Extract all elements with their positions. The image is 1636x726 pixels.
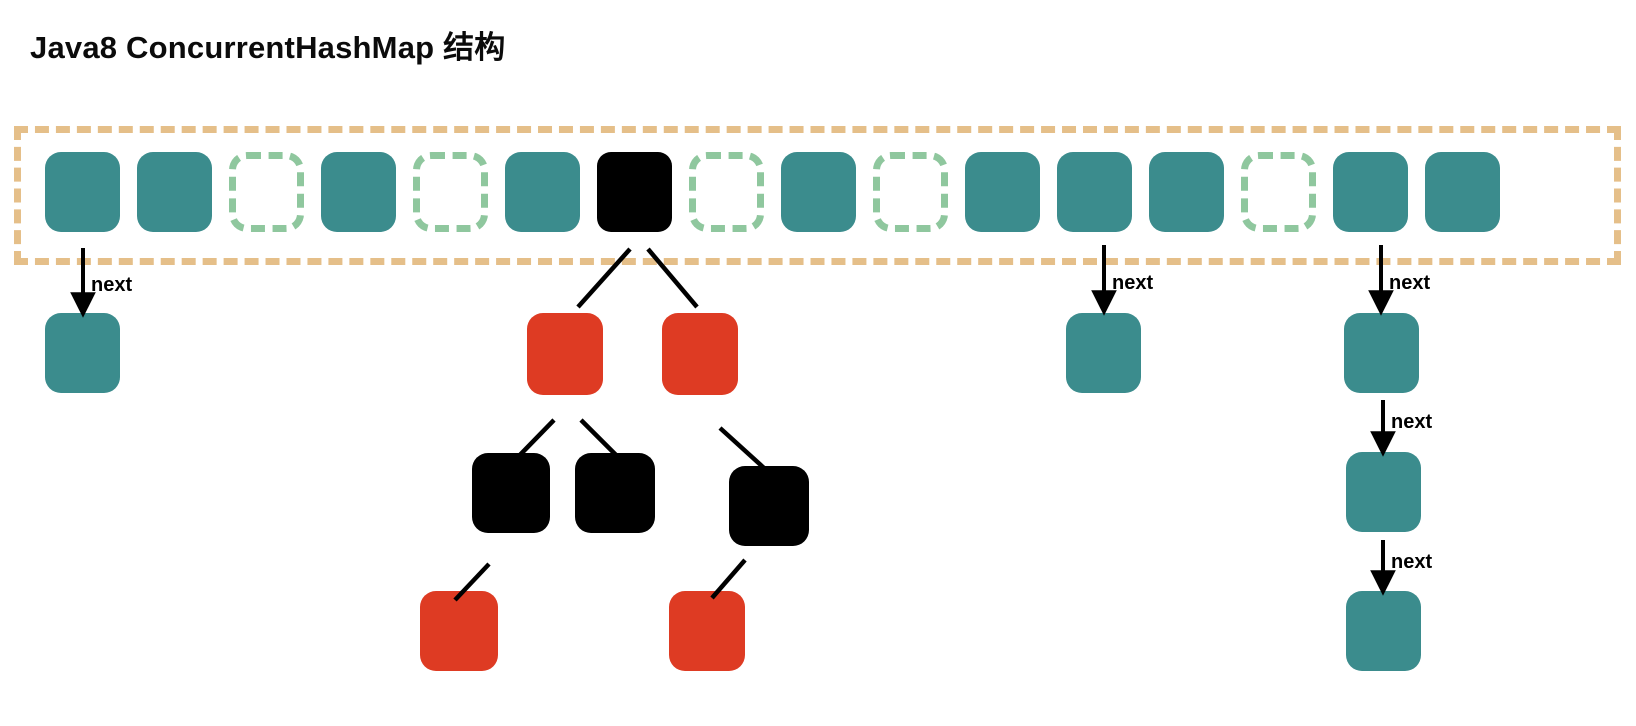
chain-slot-14-c14n1[interactable] (1344, 313, 1419, 393)
array-slot-12[interactable] (1149, 152, 1224, 232)
red-black-tree-slot-6-n6[interactable] (420, 591, 498, 671)
array-slot-11[interactable] (1057, 152, 1132, 232)
hash-bucket-array-container (14, 126, 1621, 265)
chain-slot-14-next-label-2: next (1391, 551, 1433, 573)
array-slot-6[interactable] (597, 152, 672, 232)
array-slot-4[interactable] (413, 152, 488, 232)
chain-slot-14-c14n2[interactable] (1346, 452, 1421, 532)
red-black-tree-slot-6-n7[interactable] (669, 591, 745, 671)
chain-slot-0-next-label-0: next (91, 274, 133, 296)
red-black-tree-slot-6-n5[interactable] (729, 466, 809, 546)
array-slot-0[interactable] (45, 152, 120, 232)
array-slot-5[interactable] (505, 152, 580, 232)
chain-slot-14-c14n3[interactable] (1346, 591, 1421, 671)
array-slot-7[interactable] (689, 152, 764, 232)
array-slot-2[interactable] (229, 152, 304, 232)
page-title: Java8 ConcurrentHashMap 结构 (30, 30, 506, 65)
red-black-tree-slot-6-n2[interactable] (662, 313, 738, 395)
array-slot-1[interactable] (137, 152, 212, 232)
tree-edge-n2-to-n5 (718, 426, 766, 470)
chain-slot-0-c0n1[interactable] (45, 313, 120, 393)
red-black-tree-slot-6-n4[interactable] (575, 453, 655, 533)
array-slot-9[interactable] (873, 152, 948, 232)
array-slot-3[interactable] (321, 152, 396, 232)
array-slot-10[interactable] (965, 152, 1040, 232)
array-slot-8[interactable] (781, 152, 856, 232)
chain-slot-14-next-label-1: next (1391, 411, 1433, 433)
array-slot-13[interactable] (1241, 152, 1316, 232)
red-black-tree-slot-6-n1[interactable] (527, 313, 603, 395)
tree-edge-group (453, 247, 766, 602)
chain-slot-11-c11n1[interactable] (1066, 313, 1141, 393)
array-slot-15[interactable] (1425, 152, 1500, 232)
chain-slot-11-next-label-0: next (1112, 272, 1154, 294)
array-slot-14[interactable] (1333, 152, 1408, 232)
red-black-tree-slot-6-n3[interactable] (472, 453, 550, 533)
chain-slot-14-next-label-0: next (1389, 272, 1431, 294)
